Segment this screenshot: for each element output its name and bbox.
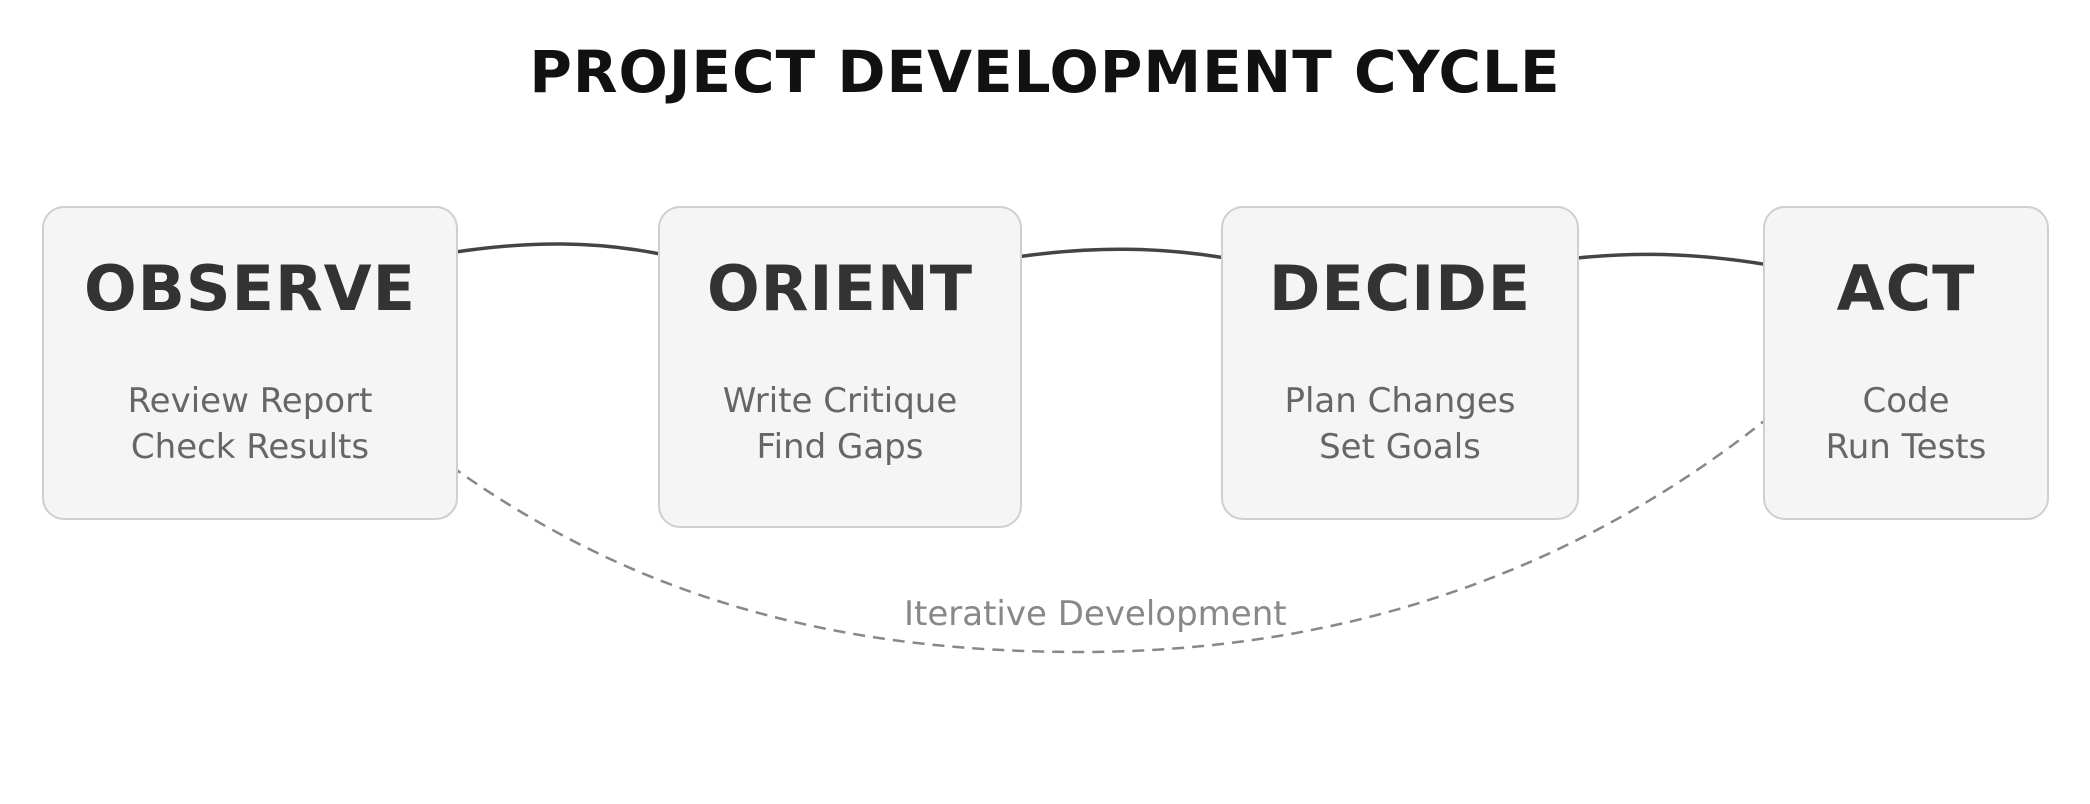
stage-heading: ORIENT [706,252,974,325]
stage-line: Review Report [127,381,373,421]
stage-observe: OBSERVE Review Report Check Results [42,206,458,520]
stage-heading: DECIDE [1268,252,1532,325]
stage-decide: DECIDE Plan Changes Set Goals [1221,206,1579,520]
stage-line: Code [1862,381,1950,421]
stage-heading: ACT [1836,252,1976,325]
stage-line: Check Results [130,427,370,467]
stage-line: Set Goals [1319,427,1481,467]
stage-line: Plan Changes [1284,381,1516,421]
stage-heading: OBSERVE [83,252,417,325]
stage-orient: ORIENT Write Critique Find Gaps [658,206,1022,528]
stage-line: Write Critique [722,381,958,421]
stage-description: Code Run Tests [1765,378,2047,470]
stage-description: Plan Changes Set Goals [1223,378,1577,470]
stage-line: Find Gaps [756,427,924,467]
stage-line: Run Tests [1825,427,1987,467]
stage-description: Write Critique Find Gaps [660,378,1020,470]
stage-act: ACT Code Run Tests [1763,206,2049,520]
loop-label: Iterative Development [900,594,1291,634]
loop-arrow-act-to-observe [286,321,1875,654]
diagram-title: PROJECT DEVELOPMENT CYCLE [529,38,1561,106]
stage-description: Review Report Check Results [44,378,456,470]
